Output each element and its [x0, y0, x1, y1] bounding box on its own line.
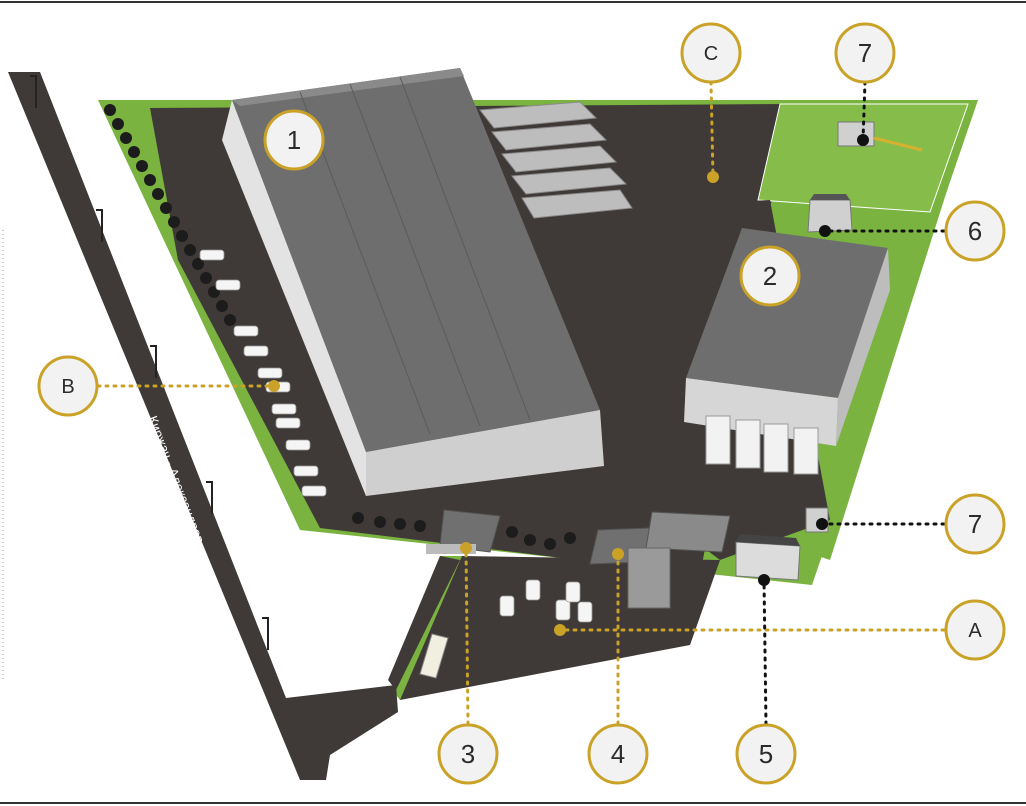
tree-line-south — [352, 512, 576, 550]
leader-5 — [762, 578, 768, 726]
svg-text:4: 4 — [611, 739, 625, 769]
svg-text:7: 7 — [858, 38, 872, 68]
parked-cars-lower — [499, 579, 593, 623]
svg-text:6: 6 — [968, 216, 982, 246]
leader-lines — [96, 80, 946, 726]
highway-road — [8, 72, 398, 780]
checkpoint-4 — [589, 511, 731, 609]
svg-text:B: B — [61, 376, 74, 398]
checkpoint-3 — [426, 509, 501, 554]
leader-7-north — [861, 80, 867, 142]
svg-text:2: 2 — [763, 261, 777, 291]
marker-1: 1 — [263, 109, 325, 171]
svg-text:3: 3 — [461, 739, 475, 769]
marker-A: A — [944, 599, 1006, 661]
leader-dots — [268, 134, 869, 636]
marker-B: B — [37, 355, 99, 417]
building-1 — [222, 68, 604, 496]
service-plot — [757, 103, 969, 213]
access-road — [388, 556, 460, 690]
marker-C: C — [680, 22, 742, 84]
svg-text:7: 7 — [968, 509, 982, 539]
leader-3 — [464, 546, 470, 726]
marker-3: 3 — [437, 723, 499, 785]
lower-parking-grass — [392, 556, 462, 700]
svg-text:5: 5 — [759, 739, 773, 769]
marker-4: 4 — [587, 723, 649, 785]
leader-C — [709, 80, 715, 178]
lamp-posts — [30, 75, 269, 650]
utility-building-5 — [735, 534, 801, 581]
utility-building-6 — [807, 194, 853, 233]
marker-7-north: 7 — [834, 22, 896, 84]
marker-6: 6 — [944, 200, 1006, 262]
trucks-building-2 — [705, 415, 819, 475]
marker-5: 5 — [735, 723, 797, 785]
svg-text:1: 1 — [287, 125, 301, 155]
svg-text:A: A — [968, 620, 982, 642]
tree-line-west — [104, 104, 236, 326]
svg-text:C: C — [704, 43, 718, 65]
marker-2: 2 — [739, 245, 801, 307]
marker-7-east: 7 — [944, 493, 1006, 555]
trailers-north — [479, 101, 633, 219]
watermark: ЦИАН — [730, 658, 875, 711]
bus — [419, 633, 449, 679]
